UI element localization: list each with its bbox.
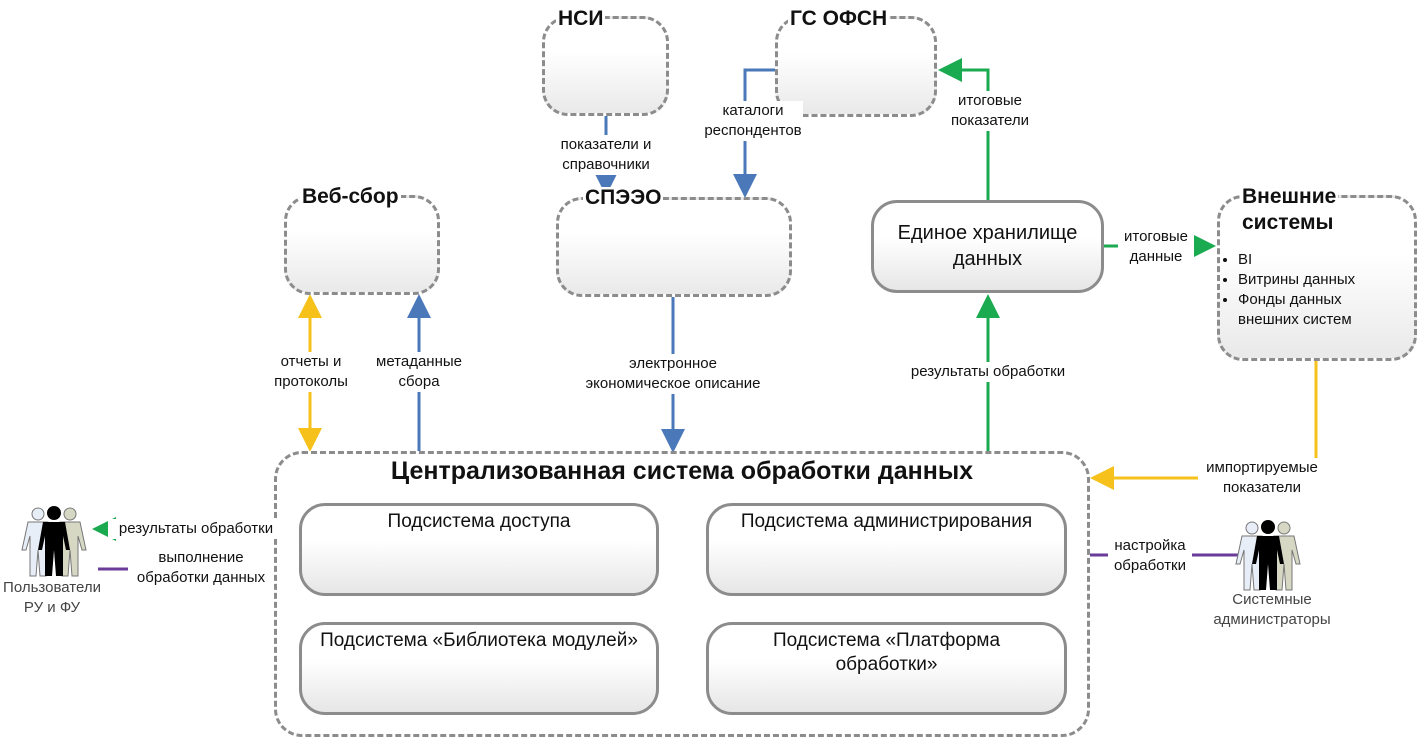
label-admin-setup: настройка обработки	[1108, 536, 1192, 576]
label-line: администраторы	[1213, 611, 1331, 628]
web-sbor-box[interactable]	[284, 195, 440, 295]
external-title-line1: Внешние	[1240, 185, 1339, 208]
subsystem-library[interactable]: Подсистема «Библиотека модулей»	[299, 622, 659, 715]
admins-label: Системные администраторы	[1204, 590, 1340, 630]
label-line: респондентов	[704, 122, 802, 139]
label-metadata: метаданные сбора	[366, 352, 472, 392]
external-item: BI	[1238, 250, 1355, 270]
gs-ofsn-box[interactable]	[775, 16, 937, 117]
label-line: каталоги	[722, 102, 784, 119]
central-system-title: Централизованная система обработки данны…	[390, 457, 974, 485]
label-line: Системные	[1232, 591, 1312, 608]
nsi-title: НСИ	[556, 7, 606, 30]
label-line: результаты обработки	[910, 363, 1066, 380]
label-line: показатели	[1222, 479, 1302, 496]
label-line: метаданные	[376, 353, 462, 370]
edw-title-line2: данных	[952, 248, 1023, 270]
label-line: настройка	[1114, 537, 1186, 554]
nsi-box[interactable]	[542, 16, 669, 116]
label-eeo: электронное экономическое описание	[573, 354, 773, 394]
label-reports: отчеты и протоколы	[268, 352, 354, 392]
users-group-icon	[21, 506, 87, 577]
web-sbor-title: Веб-сбор	[300, 185, 401, 208]
subsystem-platform-title-line2: обработки»	[835, 654, 938, 675]
subsystem-access-title: Подсистема доступа	[387, 511, 571, 532]
gs-ofsn-title: ГС ОФСН	[788, 7, 890, 30]
label-line: показатели	[950, 112, 1030, 129]
external-title-line2: системы	[1240, 211, 1336, 234]
label-line: результаты обработки	[118, 520, 274, 537]
subsystem-admin[interactable]: Подсистема администрирования	[706, 503, 1067, 596]
label-line: итоговые	[958, 92, 1022, 109]
label-line: Пользователи	[3, 579, 101, 596]
edw-box[interactable]: Единое хранилище данных	[871, 200, 1104, 293]
label-line: показатели и	[560, 136, 652, 153]
label-gs-speeo: каталоги респондентов	[703, 101, 803, 141]
external-item: Витрины данных	[1238, 270, 1355, 290]
label-edw-gs: итоговые показатели	[945, 91, 1035, 131]
label-line: отчеты и	[280, 353, 342, 370]
label-line: импортируемые	[1206, 459, 1318, 476]
subsystem-platform[interactable]: Подсистема «Платформа обработки»	[706, 622, 1067, 715]
label-line: выполнение	[158, 549, 244, 566]
subsystem-library-title: Подсистема «Библиотека модулей»	[320, 630, 638, 651]
users-label: Пользователи РУ и ФУ	[0, 578, 104, 618]
label-results-users: результаты обработки	[108, 519, 284, 539]
label-line: данные	[1129, 248, 1183, 265]
label-results-edw: результаты обработки	[898, 362, 1078, 382]
label-line: итоговые	[1124, 228, 1188, 245]
external-systems-list: BI Витрины данных Фонды данных внешних с…	[1218, 250, 1355, 330]
edw-title-line1: Единое хранилище	[897, 222, 1078, 244]
speeo-box[interactable]	[556, 197, 792, 297]
label-line: протоколы	[274, 373, 348, 390]
label-nsi-speeo: показатели и справочники	[554, 135, 658, 175]
label-line: экономическое описание	[585, 375, 761, 392]
label-line: справочники	[562, 156, 650, 173]
admins-group-icon	[1235, 520, 1301, 591]
label-imported: импортируемые показатели	[1198, 458, 1326, 498]
subsystem-admin-title: Подсистема администрирования	[740, 511, 1033, 532]
label-line: сбора	[398, 373, 440, 390]
subsystem-access[interactable]: Подсистема доступа	[299, 503, 659, 596]
subsystem-platform-title-line1: Подсистема «Платформа	[772, 630, 1001, 651]
label-exec: выполнение обработки данных	[128, 548, 274, 588]
edge-edw-gs	[938, 58, 990, 200]
speeo-title: СПЭЭО	[583, 186, 664, 209]
label-edw-external: итоговые данные	[1118, 227, 1194, 267]
label-line: электронное	[629, 355, 717, 372]
external-item: Фонды данных	[1238, 290, 1355, 310]
label-line: обработки данных	[136, 569, 266, 586]
label-line: РУ и ФУ	[23, 599, 81, 616]
label-line: обработки	[1113, 557, 1187, 574]
external-item: внешних систем	[1238, 311, 1352, 328]
